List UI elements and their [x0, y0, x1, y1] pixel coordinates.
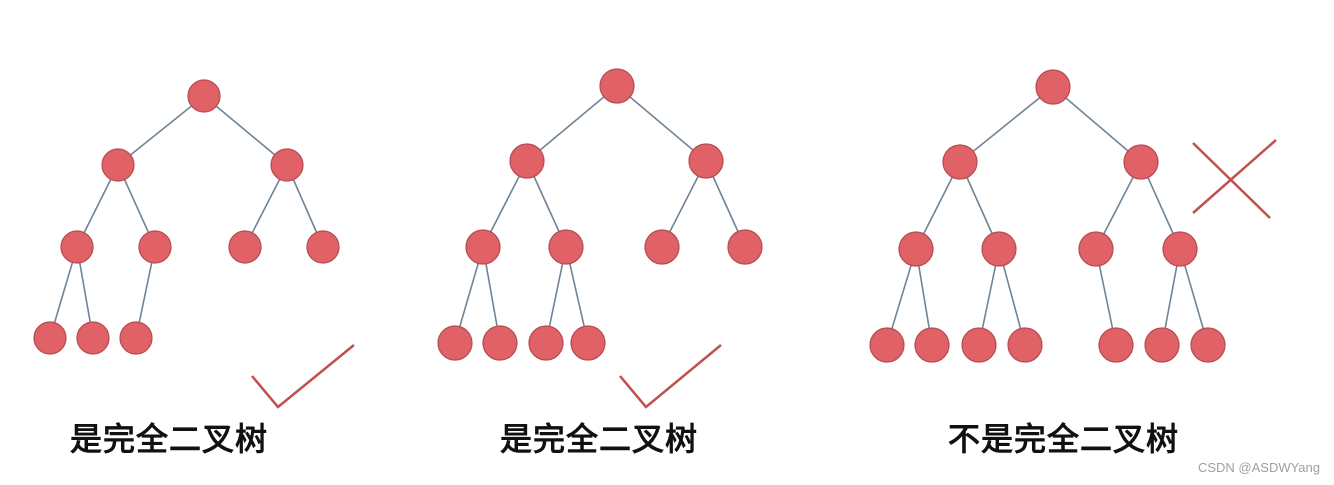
tree-2-edge-1	[526, 85, 618, 162]
t3-n5-node	[981, 231, 1017, 267]
t2-n1-node	[599, 68, 635, 104]
check-mark-icon	[619, 344, 722, 409]
t1-n2-node	[101, 148, 135, 182]
t3-n7-node	[1162, 231, 1198, 267]
t2-n5-node	[548, 229, 584, 265]
t2-n10-node	[528, 325, 564, 361]
cross-mark-stroke	[1192, 139, 1277, 214]
tree-3	[869, 69, 1277, 363]
tree-1-edge-1	[117, 95, 205, 166]
t2-n9-node	[482, 325, 518, 361]
t2-n8-node	[437, 325, 473, 361]
t2-n3-node	[688, 143, 724, 179]
t3-n13-node	[1144, 327, 1180, 363]
tree-3-edge-1	[959, 86, 1054, 163]
t3-n6-node	[1078, 231, 1114, 267]
t3-n8-node	[869, 327, 905, 363]
t1-n4-node	[60, 230, 94, 264]
tree-2-caption: 是完全二叉树	[500, 420, 699, 458]
t1-n8-node	[33, 321, 67, 355]
t2-n11-node	[570, 325, 606, 361]
tree-3-caption: 不是完全二叉树	[948, 420, 1180, 458]
tree-1	[33, 79, 355, 409]
t3-n2-node	[942, 144, 978, 180]
tree-2-edge-2	[616, 85, 707, 162]
check-mark-icon	[251, 344, 355, 409]
t3-n4-node	[898, 231, 934, 267]
t2-n6-node	[644, 229, 680, 265]
t2-n7-node	[727, 229, 763, 265]
watermark: CSDN @ASDWYang	[1197, 460, 1320, 475]
t2-n2-node	[509, 143, 545, 179]
t2-n4-node	[465, 229, 501, 265]
t1-n9-node	[76, 321, 110, 355]
t3-n10-node	[961, 327, 997, 363]
t3-n1-node	[1035, 69, 1071, 105]
t1-n6-node	[228, 230, 262, 264]
tree-2	[437, 68, 763, 409]
t1-n10-node	[119, 321, 153, 355]
t1-n3-node	[270, 148, 304, 182]
tree-1-edge-2	[203, 95, 288, 166]
t3-n11-node	[1007, 327, 1043, 363]
t3-n3-node	[1123, 144, 1159, 180]
t1-n5-node	[138, 230, 172, 264]
tree-3-edge-2	[1052, 86, 1142, 163]
t3-n12-node	[1098, 327, 1134, 363]
t3-n9-node	[914, 327, 950, 363]
cross-mark-icon	[1192, 139, 1277, 219]
t3-n14-node	[1190, 327, 1226, 363]
t1-n1-node	[187, 79, 221, 113]
tree-1-caption: 是完全二叉树	[70, 420, 269, 458]
t1-n7-node	[306, 230, 340, 264]
